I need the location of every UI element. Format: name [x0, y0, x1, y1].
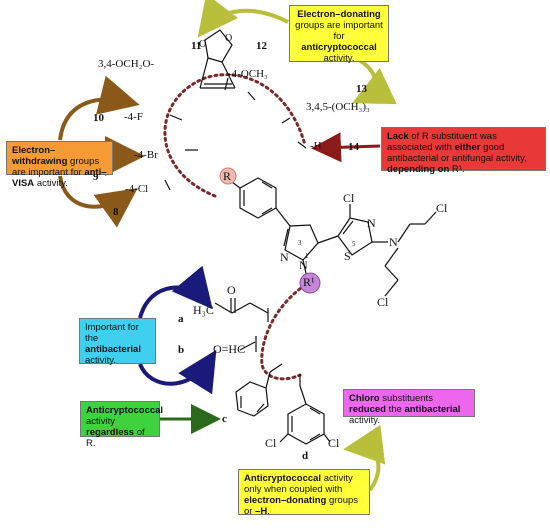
arrow-lack-to-h	[311, 132, 381, 163]
label-r: R	[223, 169, 232, 183]
note-anticryptococcal-regardless: Anticryptococcal activity regardless of …	[80, 401, 164, 449]
note-donating-text2: activity.	[323, 53, 355, 64]
label-furan-o1: O	[199, 39, 207, 50]
label-trimethoxy: 3,4,5-(OCH₃)₃	[306, 101, 370, 113]
group-d-ring	[279, 374, 331, 445]
label-methylenedioxy: 3,4-OCH₂O-	[98, 58, 155, 70]
arrow-withdraw-to-cl	[58, 175, 138, 228]
label-formyl: O=HC	[213, 342, 246, 356]
label-fluoro: -4-F	[124, 111, 143, 123]
label-n-amine: N	[389, 235, 398, 249]
label-c: c	[222, 413, 227, 425]
r-dotted-arc	[163, 73, 307, 198]
label-methoxy: -4-OCH₃	[228, 68, 268, 80]
note-antibac-text1: Important for the	[85, 322, 139, 344]
label-cl-d1: Cl	[265, 436, 277, 450]
label-n-thz: N	[367, 216, 376, 230]
note-chloro-bold: Chloro	[349, 393, 380, 404]
label-bromo: -4-Br	[134, 149, 158, 161]
r1-circle	[299, 272, 321, 294]
label-14: 14	[348, 141, 359, 153]
note-withdraw-text2: activity.	[34, 178, 68, 189]
r-circle	[219, 167, 237, 185]
label-13: 13	[356, 83, 367, 95]
label-b: b	[178, 344, 185, 356]
r1-dotted-arc	[260, 283, 307, 381]
arrow-withdraw-to-f	[58, 75, 140, 141]
label-a: a	[178, 313, 184, 325]
note-antibac-text2: activity.	[85, 355, 116, 366]
note-lack-bold3: depending on	[387, 164, 450, 175]
label-10: 10	[93, 112, 104, 124]
group-b-bonds	[239, 336, 257, 352]
note-electron-withdrawing: Electron–withdrawing groups are importan…	[6, 141, 113, 189]
pyrazoline-ring	[283, 224, 339, 279]
phenyl-ring	[231, 177, 291, 227]
label-d: d	[302, 450, 309, 462]
note-bottom-text3: .	[267, 506, 270, 517]
label-12: 12	[256, 40, 267, 52]
note-donating-bold2: anticryptococcal	[301, 42, 377, 53]
note-electron-donating: Electron–donating groups are important f…	[289, 5, 389, 64]
label-cl-right: Cl	[436, 201, 448, 215]
note-chloro-text1: substituents	[379, 393, 433, 404]
note-antibac-bold: antibacterial	[85, 344, 141, 355]
note-withdraw-text1: groups are important for	[12, 156, 100, 178]
label-n-pyr2: N	[299, 258, 308, 272]
label-11: 11	[191, 40, 202, 52]
label-ketone-o: O	[227, 283, 236, 297]
note-chloro-bold3: antibacterial	[404, 404, 461, 415]
note-chloro-text2: the	[385, 404, 405, 415]
note-donating-text1: groups are important for	[295, 20, 383, 42]
note-anticrypto-bold2: regardless	[86, 427, 135, 438]
label-furan-o2: O	[225, 33, 233, 44]
arrow-antibac-to-b	[138, 349, 217, 395]
note-lack-text3: R¹.	[449, 164, 465, 175]
note-anticrypto-text1: activity	[86, 416, 116, 427]
note-withdraw-bold: Electron–withdrawing	[12, 145, 68, 167]
note-lack-of-r: Lack of R substituent was associated wit…	[381, 127, 546, 175]
note-chloro-substituents: Chloro substituents reduced the antibact…	[343, 389, 475, 426]
group-a-bonds	[214, 298, 269, 322]
label-r1: R¹	[303, 275, 315, 289]
label-hydrogen: -H	[310, 140, 322, 152]
note-anticryptococcal-coupled: Anticryptococcal activity only when coup…	[238, 469, 370, 517]
note-anticrypto-bold: Anticryptococcal	[86, 405, 164, 416]
note-anticrypto-text2: of R.	[86, 427, 145, 449]
note-bottom-text1: activity only when coupled with	[244, 473, 353, 495]
thiazole-ring	[337, 204, 437, 297]
label-s-thz: S	[344, 249, 351, 263]
note-antibacterial: Important for the antibacterial activity…	[79, 318, 156, 366]
note-donating-bold: Electron–donating	[297, 9, 381, 20]
label-pos5: 5	[352, 240, 356, 248]
label-n-pyr1: N	[280, 250, 289, 264]
note-bottom-bold2: electron–donating	[244, 495, 327, 506]
arrow-donating-to-11	[197, 0, 289, 38]
note-bottom-text2: groups or	[244, 495, 359, 517]
note-bottom-bold: Anticryptococcal	[244, 473, 322, 484]
note-lack-text2: good antibacterial or antifungal activit…	[387, 142, 527, 164]
note-chloro-text3: activity.	[349, 415, 380, 426]
label-pos1: 1	[305, 252, 309, 260]
label-acetyl: H₃C	[193, 303, 214, 317]
note-lack-bold: Lack	[387, 131, 409, 142]
group-c-ring	[235, 363, 283, 417]
label-pos3: 3	[298, 239, 302, 247]
label-cl-bottom: Cl	[377, 295, 389, 309]
arrow-bottom-to-d	[343, 424, 386, 492]
label-cl-d2: Cl	[328, 436, 340, 450]
note-chloro-bold2: reduced	[349, 404, 386, 415]
note-withdraw-bold2: anti–VISA	[12, 167, 107, 189]
label-8: 8	[113, 206, 119, 218]
note-bottom-bold3: –H	[255, 506, 268, 517]
note-lack-bold2: either	[454, 142, 481, 153]
note-lack-text1: of R substituent was associated with	[387, 131, 497, 153]
label-chloro: -4-Cl	[125, 183, 149, 195]
label-9: 9	[93, 171, 99, 183]
label-cl-top: Cl	[343, 191, 355, 205]
arrow-antibac-to-a	[138, 265, 213, 319]
